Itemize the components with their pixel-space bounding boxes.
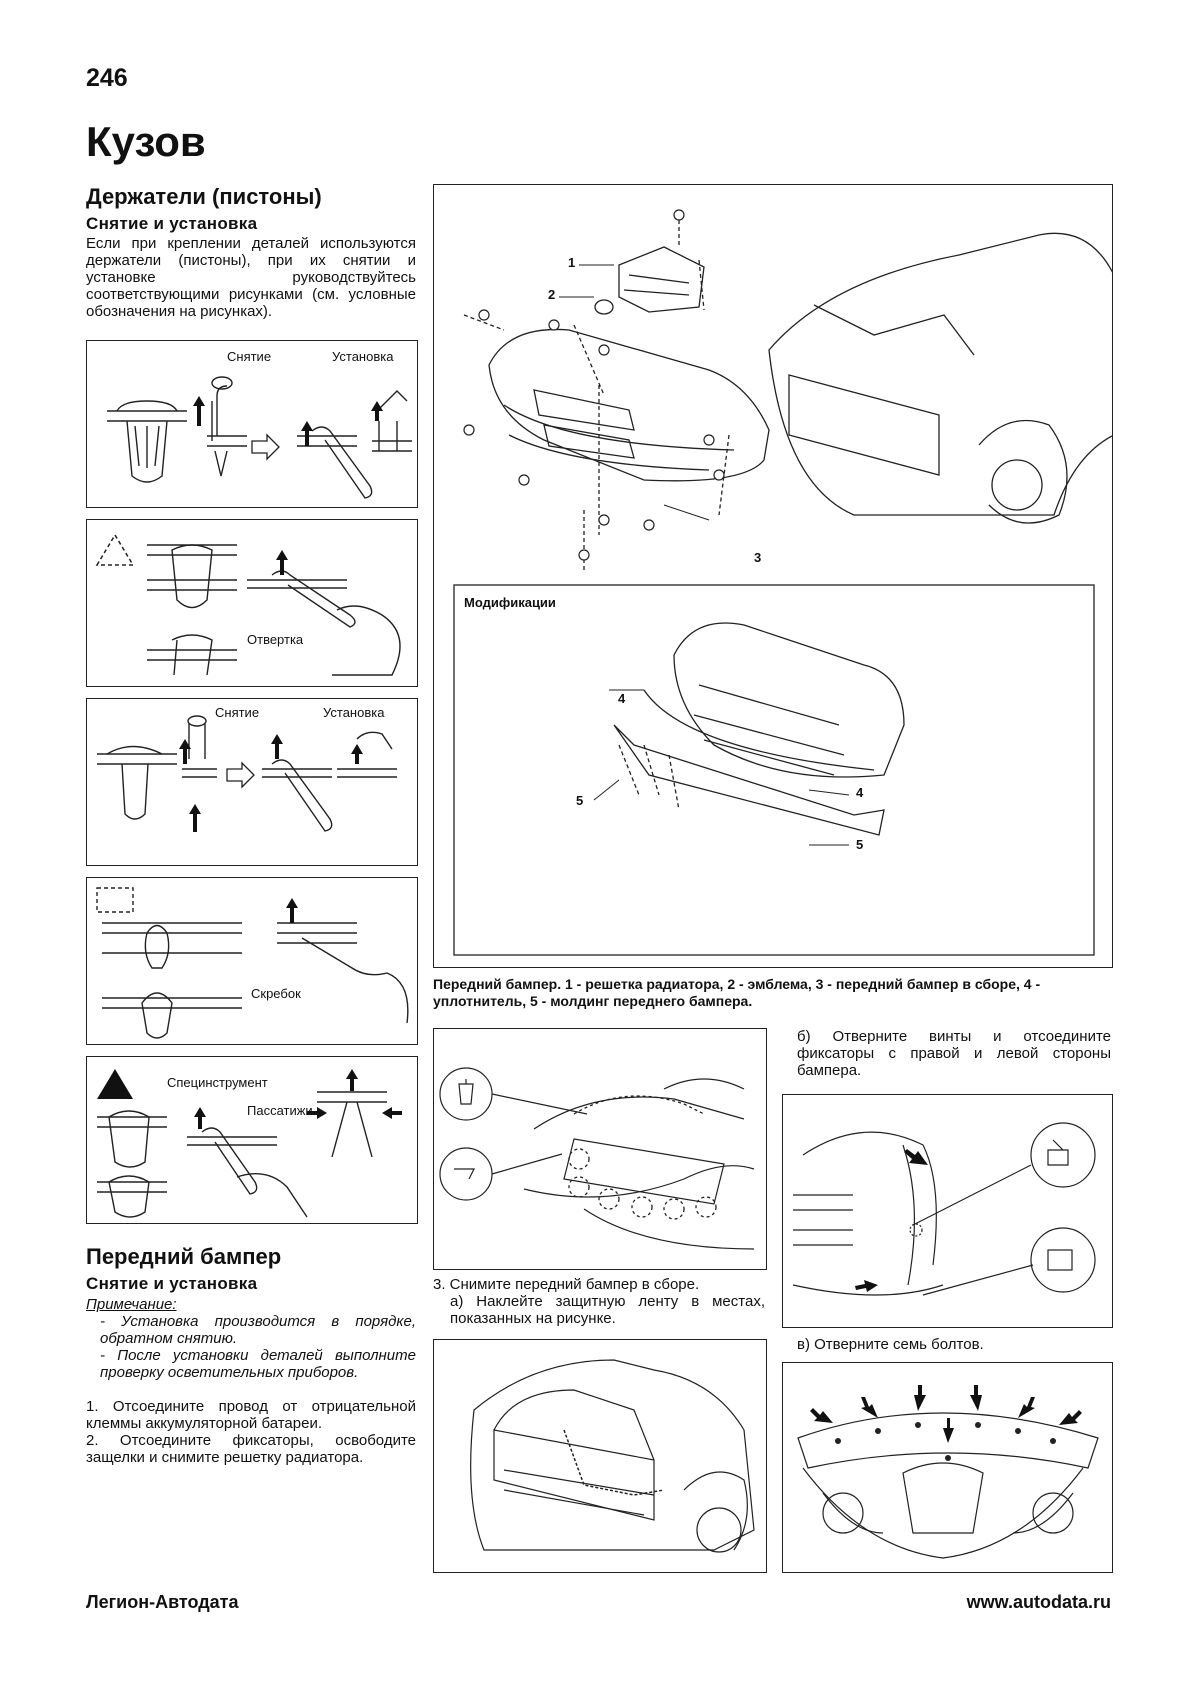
clip-diagram-5 <box>97 1069 402 1218</box>
callout-5a: 5 <box>576 793 584 808</box>
step-3c: в) Отверните семь болтов. <box>797 1336 984 1353</box>
footer-publisher: Легион-Автодата <box>86 1592 239 1612</box>
warning-outline-icon <box>95 533 135 566</box>
note-heading: Примечание: <box>86 1296 177 1313</box>
figure-clip-removal-2: Отвертка <box>86 519 418 687</box>
clip-diagram-1 <box>107 376 412 499</box>
section-title-front-bumper: Передний бампер <box>86 1244 282 1269</box>
figure-protective-tape <box>433 1028 767 1270</box>
note-item-2: - После установки деталей выполните пров… <box>100 1347 416 1381</box>
clip-diagram-4 <box>96 887 409 1039</box>
bumper-exploded-drawing <box>453 209 1112 956</box>
step-3b: б) Отверните винты и отсоедините фиксато… <box>797 1028 1111 1079</box>
step-3: 3. Снимите передний бампер в сборе. <box>433 1276 700 1293</box>
figure-front-bumper-exploded: 1 2 3 4 4 5 5 Модификации <box>433 184 1113 968</box>
callout-2: 2 <box>548 287 556 302</box>
figure-clip-removal-5: Специнструмент Пассатижи <box>86 1056 418 1224</box>
figure-car-front <box>433 1339 767 1573</box>
step-1: 1. Отсоедините провод от отрицательной к… <box>86 1398 416 1432</box>
tape-locations-drawing <box>439 1067 755 1250</box>
callout-3: 3 <box>754 550 762 565</box>
figure-seven-bolts <box>782 1362 1113 1573</box>
step-3a: а) Наклейте защитную ленту в местах, пок… <box>450 1293 765 1327</box>
label-install-1: Установка <box>332 349 394 364</box>
section-subtitle-clips: Снятие и установка <box>86 214 258 233</box>
side-fasteners-drawing <box>792 1122 1096 1296</box>
figure-side-fasteners <box>782 1094 1113 1328</box>
section-subtitle-front-bumper: Снятие и установка <box>86 1274 258 1293</box>
warning-solid-icon <box>97 1069 133 1099</box>
section-text-clips: Если при креплении деталей используются … <box>86 235 416 320</box>
clip-diagram-3 <box>97 715 397 832</box>
callout-1: 1 <box>568 255 576 270</box>
inset-label-modifications: Модификации <box>464 595 556 610</box>
page-number: 246 <box>86 64 128 92</box>
chapter-title: Кузов <box>86 118 206 165</box>
clip-diagram-2 <box>95 533 401 676</box>
callout-5b: 5 <box>856 837 864 852</box>
figure-clip-removal-3: Снятие Установка <box>86 698 418 866</box>
scraper-placeholder-icon <box>96 887 134 913</box>
section-title-clips: Держатели (пистоны) <box>86 184 322 209</box>
figure-clip-removal-4: Скребок <box>86 877 418 1045</box>
label-remove-1: Снятие <box>227 349 272 364</box>
under-bumper-bolts-drawing <box>797 1385 1099 1559</box>
label-screwdriver: Отвертка <box>247 632 304 647</box>
label-special-tool: Специнструмент <box>167 1075 268 1090</box>
label-remove-3: Снятие <box>215 705 260 720</box>
label-scraper: Скребок <box>251 986 301 1001</box>
car-front-drawing <box>470 1359 755 1553</box>
main-figure-caption: Передний бампер. 1 - решетка радиатора, … <box>433 976 1041 1009</box>
label-pliers: Пассатижи <box>247 1103 313 1118</box>
label-install-3: Установка <box>323 705 385 720</box>
callout-4a: 4 <box>618 691 626 706</box>
footer-website[interactable]: www.autodata.ru <box>966 1592 1111 1612</box>
figure-clip-removal-1: Снятие Установка <box>86 340 418 508</box>
note-item-1: - Установка производится в порядке, обра… <box>100 1313 416 1347</box>
callout-4b: 4 <box>856 785 864 800</box>
step-2: 2. Отсоедините фиксаторы, освободите защ… <box>86 1432 416 1466</box>
